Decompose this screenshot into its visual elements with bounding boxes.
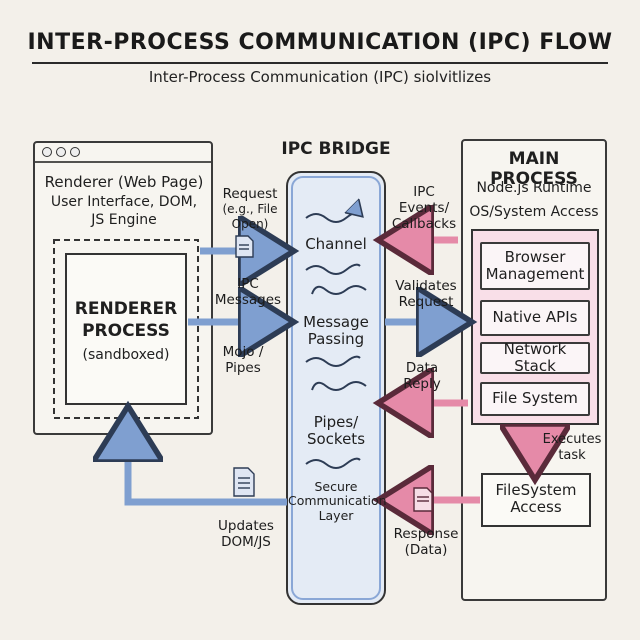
network-stack-box: Network Stack: [480, 340, 590, 375]
wave-arrow-icon: [311, 285, 367, 295]
ipc-events-line: Events/: [398, 200, 450, 217]
pipes-sockets-line: Sockets: [306, 430, 366, 449]
title-underline: [32, 62, 608, 64]
ipc-events-line: IPC: [413, 184, 435, 200]
main-runtime-label: Node.js Runtime: [476, 180, 592, 196]
response-label: Response (Data): [388, 526, 464, 558]
renderer-process-line: (sandboxed): [82, 347, 170, 364]
main-process-title: MAIN PROCESS: [490, 149, 578, 189]
response-line: (Data): [404, 542, 448, 559]
browser-management-box: Browser Management: [480, 242, 590, 290]
mojo-pipes-line: Pipes: [225, 360, 261, 377]
filesystem-access-line: Access: [510, 498, 562, 517]
executes-task-line: task: [558, 447, 586, 463]
mojo-pipes-line: Mojo /: [222, 344, 264, 360]
data-reply-label: Data Reply: [390, 360, 454, 392]
message-passing-label: Message Passing: [290, 313, 382, 349]
file-system-box: File System: [480, 382, 590, 416]
ipc-messages-label: IPC Messages: [208, 276, 288, 308]
channel-waves: [305, 213, 367, 469]
secure-layer-line: Secure: [314, 479, 358, 494]
wave-arrow-icon: [311, 381, 367, 391]
wave-arrow-icon: [305, 355, 361, 367]
request-line: (e.g., File: [222, 202, 278, 217]
ipc-messages-line: IPC: [237, 276, 259, 292]
ipc-events-label: IPC Events/ Callbacks: [386, 184, 462, 233]
renderer-process-line: PROCESS: [82, 320, 170, 341]
validates-request-line: Validates: [395, 278, 457, 294]
renderer-heading: Renderer (Web Page) User Interface, DOM,…: [38, 173, 210, 229]
pipes-sockets-line: Pipes/: [313, 413, 359, 431]
channel-label: Channel: [305, 235, 367, 253]
document-icon: [235, 235, 254, 258]
filesystem-access-label: FileSystem Access: [482, 481, 590, 517]
wave-arrow-icon: [305, 457, 361, 469]
executes-task-line: Executes: [542, 432, 602, 447]
document-icon: [233, 467, 255, 497]
secure-layer-line: Layer: [318, 507, 354, 523]
ipc-bridge-title: IPC BRIDGE: [281, 139, 391, 159]
native-apis-box: Native APIs: [480, 300, 590, 336]
ipc-events-line: Callbacks: [391, 216, 457, 233]
window-dots-icon: [70, 147, 80, 157]
module-label: Browser: [504, 247, 566, 266]
renderer-process-line: RENDERER: [74, 299, 178, 319]
renderer-heading-line: JS Engine: [91, 212, 157, 229]
message-passing-line: Passing: [307, 330, 365, 349]
secure-layer-label: Secure Communication Layer: [288, 479, 387, 523]
updates-dom-arrow: [128, 420, 287, 506]
validates-request-line: Request: [398, 294, 454, 311]
diagram-title: INTER-PROCESS COMMUNICATION (IPC) FLOW: [27, 30, 613, 55]
secure-layer-line: Communication: [288, 493, 387, 509]
diagram-subtitle: Inter-Process Communication (IPC) siolvi…: [148, 68, 492, 86]
ipc-messages-line: Messages: [214, 292, 282, 309]
main-os-access-label: OS/System Access: [469, 204, 599, 220]
response-line: Response: [393, 526, 459, 542]
mojo-pipes-label: Mojo / Pipes: [208, 344, 278, 376]
updates-dom-line: DOM/JS: [221, 534, 271, 551]
data-reply-line: Reply: [403, 376, 441, 393]
renderer-heading-line: User Interface, DOM,: [50, 194, 198, 211]
renderer-process-box: [65, 253, 187, 405]
renderer-process-label: RENDERER PROCESS (sandboxed): [66, 299, 186, 364]
window-dots-icon: [42, 147, 52, 157]
data-reply-line: Data: [405, 360, 439, 376]
module-label: Management: [485, 265, 585, 283]
document-icon: [413, 487, 433, 512]
filesystem-access-line: FileSystem: [495, 481, 577, 499]
wave-arrow-icon: [305, 263, 361, 275]
pipes-sockets-label: Pipes/ Sockets: [290, 413, 382, 449]
wave-arrow-icon: [305, 213, 360, 223]
message-passing-line: Message: [303, 313, 369, 331]
executes-task-label: Executes task: [540, 432, 604, 463]
window-dots-icon: [56, 147, 66, 157]
renderer-heading-line: Renderer (Web Page): [44, 173, 204, 191]
updates-dom-line: Updates: [218, 518, 274, 534]
updates-dom-label: Updates DOM/JS: [208, 518, 284, 550]
request-line: Open): [231, 216, 269, 231]
request-label: Request (e.g., File Open): [212, 186, 288, 231]
validates-request-label: Validates Request: [388, 278, 464, 310]
request-line: Request: [222, 186, 278, 202]
